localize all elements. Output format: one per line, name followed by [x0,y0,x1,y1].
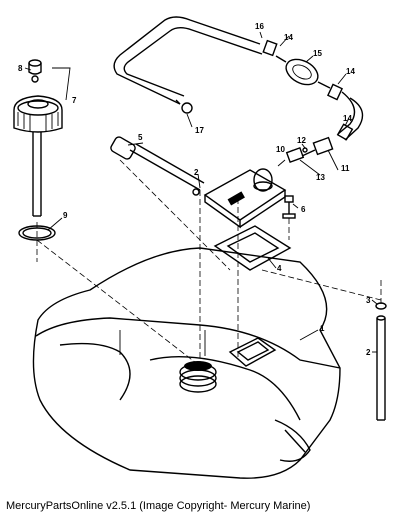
callout-7: 7 [72,96,77,105]
hose-clamp-lower [336,123,354,141]
callout-14-lower: 14 [343,114,352,123]
callout-8: 8 [18,64,23,73]
callout-10: 10 [276,145,285,154]
fuel-hose-line [113,16,364,141]
callout-14-top: 14 [284,33,293,42]
leader-lines [24,31,378,353]
fuel-gauge-cap [28,59,42,83]
callout-17: 17 [195,126,204,135]
callout-12: 12 [297,136,306,145]
callout-11: 11 [341,164,350,173]
hose-clamp-right [327,83,343,101]
callout-9: 9 [63,211,68,220]
callout-1: 1 [320,324,325,333]
callout-15: 15 [313,49,322,58]
hose-clamp-top [262,39,278,57]
vent-tube [376,315,386,421]
tank-filler-neck [179,361,217,393]
callout-5: 5 [138,133,143,142]
callout-13: 13 [316,173,325,182]
callout-6: 6 [301,205,306,214]
callout-16: 16 [255,22,264,31]
callout-14-right: 14 [346,67,355,76]
tank-mounting-boss [228,337,277,367]
assembly-guide-lines [36,159,382,367]
callout-3: 3 [366,296,371,305]
fuel-pickup-tube [110,136,205,191]
callout-labels: 8 7 9 16 14 15 14 14 17 5 12 10 2 11 13 … [18,22,371,357]
fuel-gauge-tube [32,132,42,217]
image-copyright-caption: MercuryPartsOnline v2.5.1 (Image Copyrig… [6,500,311,512]
callout-2-vent: 2 [366,348,371,357]
primer-bulb [275,55,331,89]
mounting-screw [282,195,296,219]
mounting-plate [192,168,287,229]
fuel-gauge-housing [13,95,63,133]
callout-4: 4 [277,264,282,273]
hose-clip [175,99,193,114]
callout-2-plate: 2 [194,168,199,177]
